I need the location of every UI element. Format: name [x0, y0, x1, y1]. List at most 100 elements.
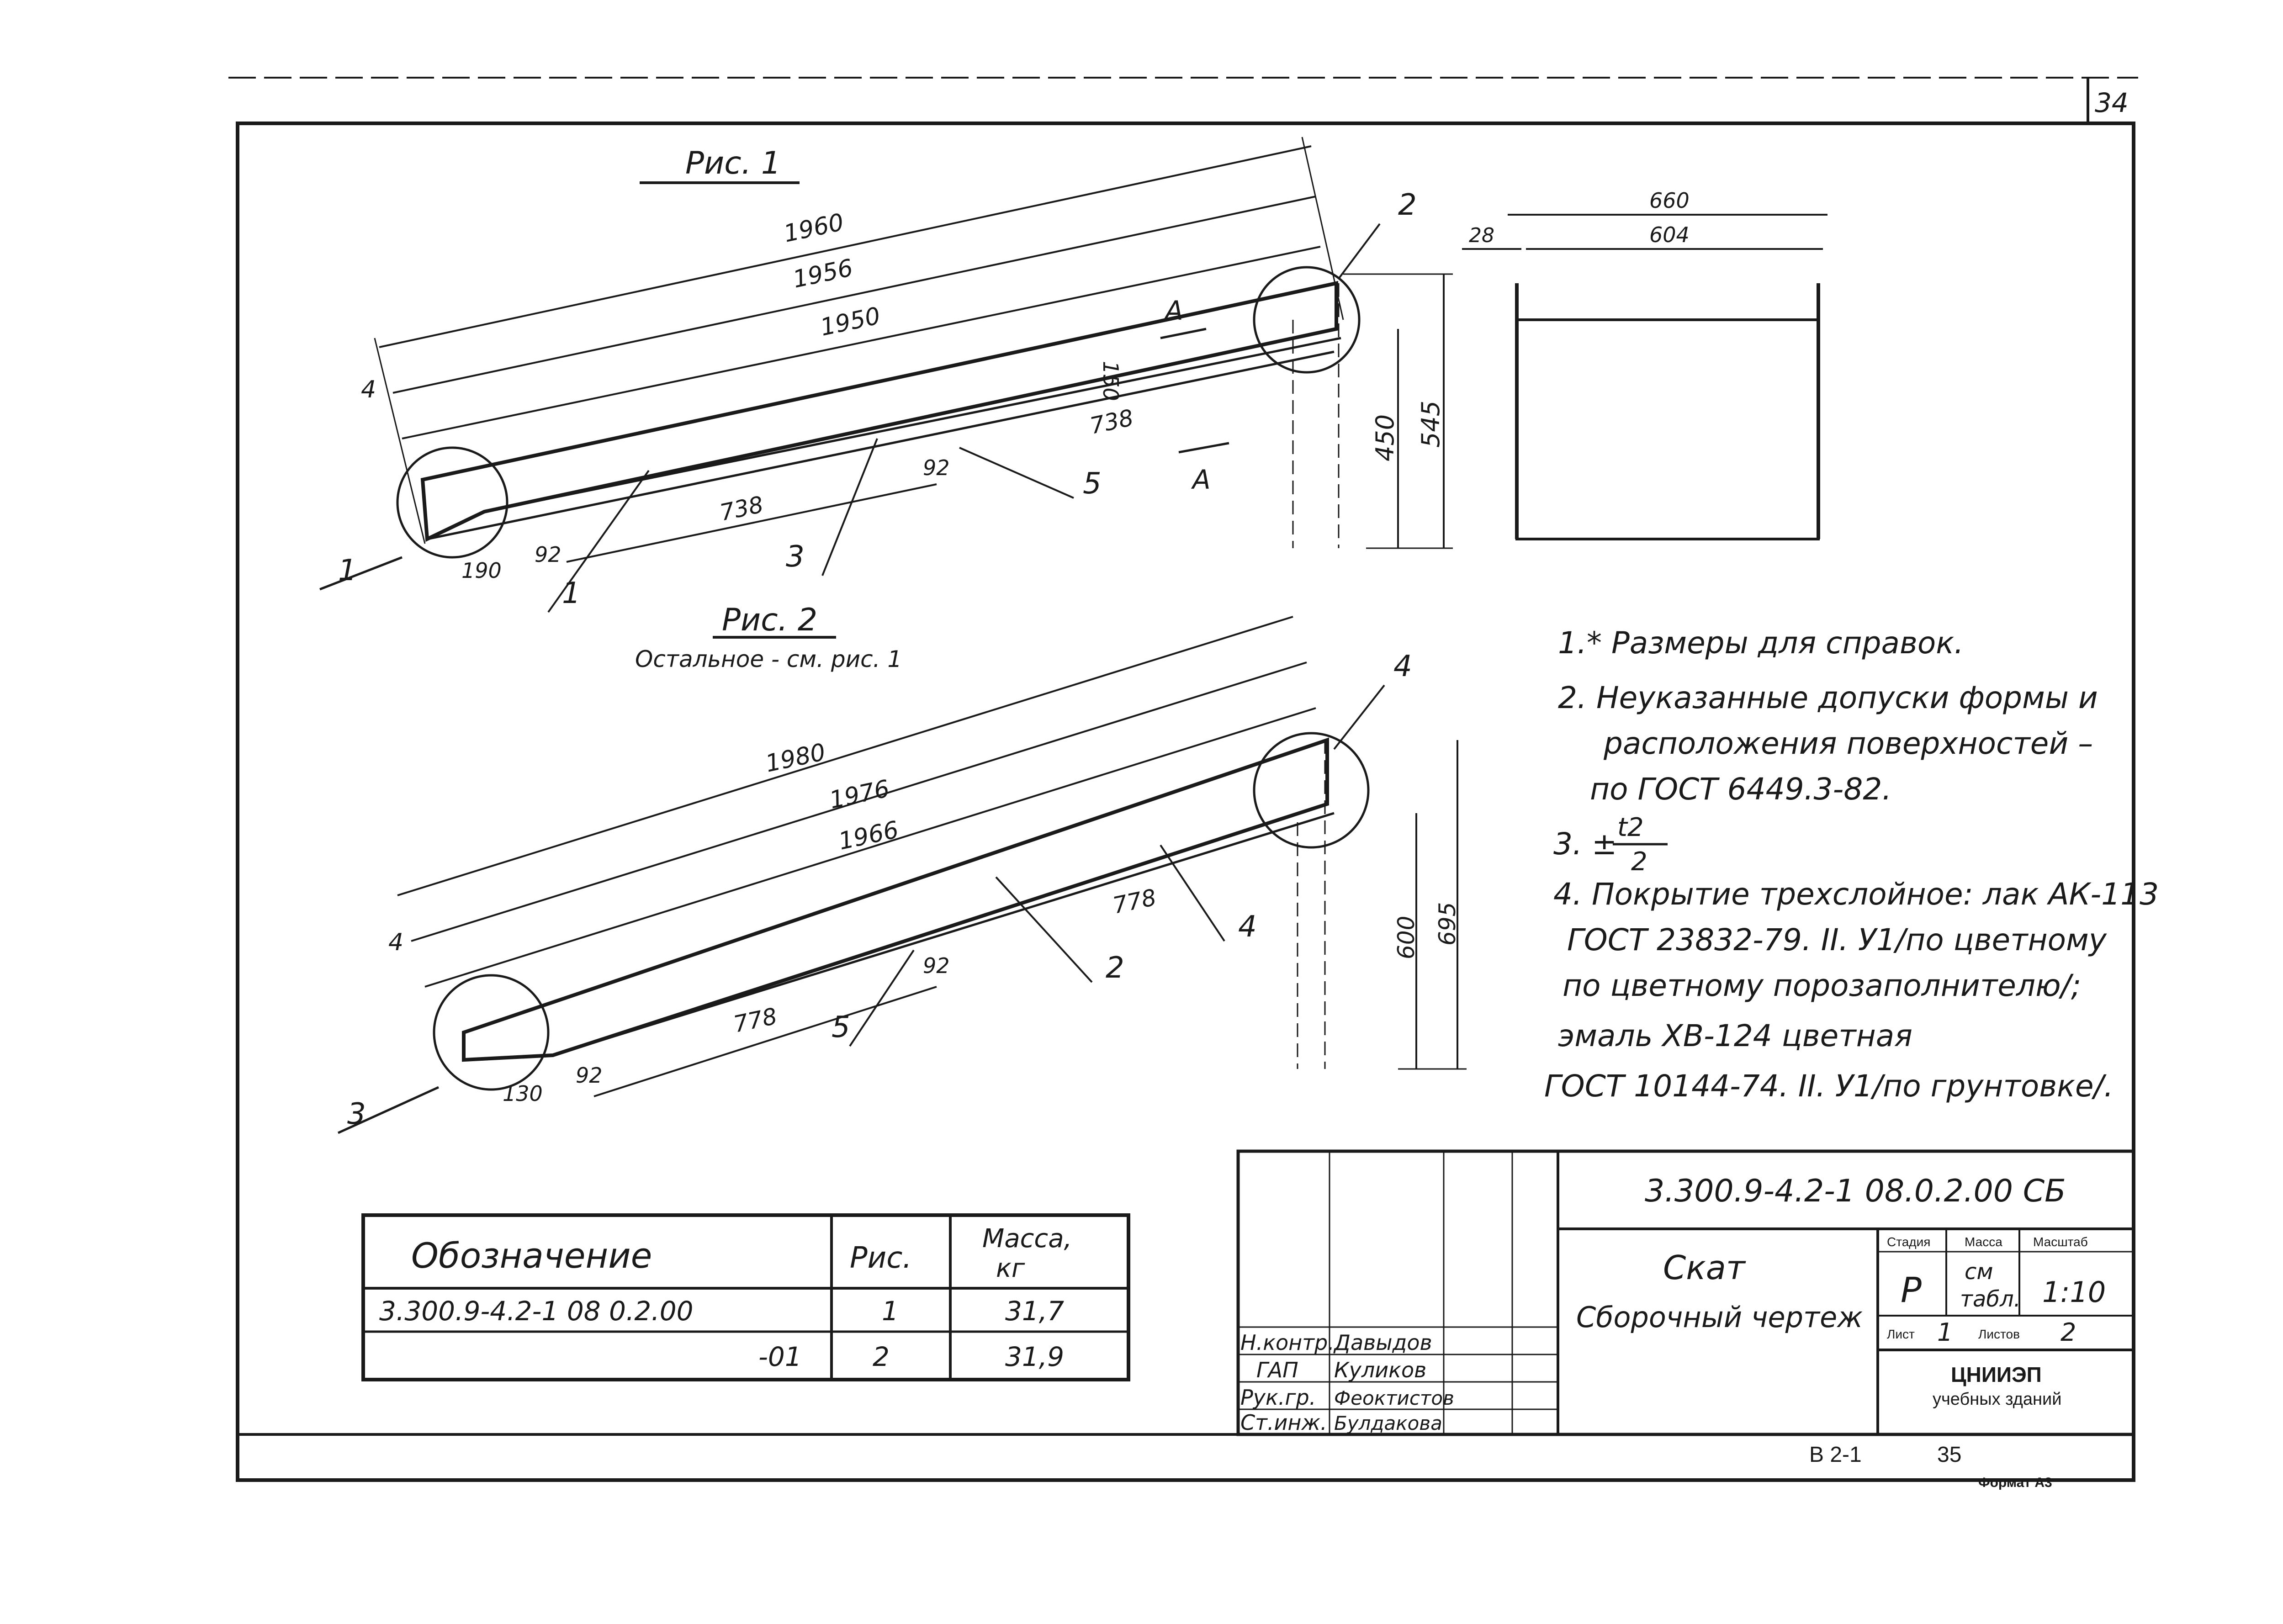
note-2-line-3: по ГОСТ 6449.3-82. — [1590, 772, 1891, 807]
fig1-title: Рис. 1 — [685, 145, 781, 181]
fig1-callout-3: 3 — [786, 540, 805, 574]
note-4-line-4: эмаль ХВ-124 цветная — [1558, 1018, 1912, 1053]
fig2-callout-3: 3 — [347, 1097, 366, 1131]
fig1-dim-1960: 1960 — [781, 209, 846, 248]
fig2-dim-1980: 1980 — [763, 739, 828, 778]
fig1-dim-line-738-lower — [566, 483, 937, 563]
fig2-callout-4-right-leader — [1333, 684, 1385, 750]
fig2-dim-130: 130 — [503, 1081, 543, 1106]
sheet-frame — [236, 122, 2135, 1482]
tb-sheet-value: 1 — [1937, 1318, 1953, 1347]
note-4-line-1: 4. Покрытие трехслойное: лак АК-113 — [1553, 877, 2159, 912]
fig2-callout-3-leader — [337, 1086, 440, 1134]
fig1-dim-738-upper: 738 — [1087, 404, 1135, 439]
fig1-slab-bottom-edge — [427, 350, 1335, 540]
fig1-dim-190: 190 — [461, 558, 502, 583]
fig1-dim-150: 150 — [1098, 361, 1123, 401]
fig2-dim-778-lower: 778 — [731, 1003, 779, 1038]
fig2-subtitle: Остальное - см. рис. 1 — [635, 646, 902, 672]
note-4-line-5: ГОСТ 10144-74. II. У1/по грунтовке/. — [1544, 1069, 2113, 1104]
fig1-section-a-arrow-top — [1160, 328, 1207, 339]
tb-mass-line-1: см — [1965, 1259, 1993, 1285]
fig2-callout-4-mid: 4 — [1238, 910, 1257, 944]
fig1-callout-3-leader — [821, 438, 878, 576]
tb-sheets-label: Листов — [1978, 1327, 2020, 1341]
fig2-dim-778-upper: 778 — [1110, 884, 1158, 919]
tb-org-line-2: учебных зданий — [1933, 1390, 2061, 1409]
tb-staff-name-4: Булдакова — [1334, 1412, 1442, 1434]
fig1-dim-92-left: 92 — [535, 542, 561, 567]
spec-header-fig: Рис. — [850, 1241, 912, 1275]
tb-mass-label: Масса — [1965, 1235, 2002, 1249]
fig1-slab-inner-edge — [484, 337, 1341, 513]
fig2-dim-4: 4 — [388, 929, 403, 956]
fig1-detail-circle-right — [1253, 266, 1361, 374]
tb-stage-label: Стадия — [1887, 1235, 1930, 1249]
fig2-dim-1976: 1976 — [827, 775, 892, 815]
figure-1: Рис. 1 1960 1956 1950 4 150 738 738 92 — [319, 137, 1453, 613]
fig2-callout-2: 2 — [1106, 951, 1124, 985]
fig1-dim-4: 4 — [361, 376, 376, 403]
section-dim-604: 604 — [1649, 222, 1690, 247]
fig2-callout-5: 5 — [832, 1010, 850, 1044]
note-2-line-2: расположения поверхностей – — [1603, 726, 2093, 761]
tb-mass-line-2: табл. — [1960, 1286, 2021, 1312]
fig1-dim-line-1950 — [402, 246, 1321, 439]
spec-row1-designation: 3.300.9-4.2-1 08 0.2.00 — [379, 1296, 694, 1327]
fig1-callout-5: 5 — [1083, 467, 1102, 501]
spec-header-mass-unit: кг — [996, 1254, 1025, 1283]
tb-stage-value: Р — [1901, 1270, 1922, 1310]
fig1-section-a-top: А — [1163, 295, 1183, 326]
fig2-dim-line-1976 — [411, 661, 1307, 942]
fig2-callout-4-mid-leader — [1160, 844, 1225, 942]
fig1-dim-1950: 1950 — [818, 302, 883, 342]
section-view: 660 604 28 — [1462, 188, 1827, 540]
fig2-detail-circle-left — [433, 974, 550, 1091]
fig1-callout-1-left: 1 — [338, 554, 357, 587]
spec-row1-fig: 1 — [882, 1296, 899, 1327]
fig2-title: Рис. 2 — [722, 602, 817, 638]
fig1-section-a-bottom: А — [1191, 464, 1211, 495]
page-number: 34 — [2095, 87, 2129, 118]
fig1-callout-5-leader — [959, 447, 1074, 499]
title-block-frame — [1236, 1149, 2135, 1436]
fig1-callout-1-mid-leader — [547, 470, 650, 613]
fig2-dim-92-mid: 92 — [923, 953, 950, 978]
technical-notes: 1.* Размеры для справок. 2. Неуказанные … — [1544, 625, 2159, 1104]
fig2-callout-4-right: 4 — [1393, 650, 1412, 683]
fig1-section-a-arrow-bottom — [1178, 442, 1229, 454]
fig1-callout-1-mid: 1 — [562, 577, 581, 610]
fig2-callout-2-leader — [995, 876, 1093, 983]
note-1: 1.* Размеры для справок. — [1558, 625, 1964, 661]
fig2-detail-circle-right — [1253, 732, 1370, 849]
fig1-callout-1-left-leader — [319, 556, 403, 591]
tb-staff-role-1: Н.контр. — [1240, 1330, 1335, 1355]
spec-row2-designation: -01 — [758, 1341, 802, 1372]
tb-sheets-value: 2 — [2061, 1318, 2076, 1347]
fig1-detail-circle-left — [396, 446, 509, 559]
fig2-callout-5-leader — [849, 949, 915, 1047]
tb-name-line-1: Скат — [1663, 1248, 1746, 1287]
spec-header-designation: Обозначение — [411, 1235, 652, 1276]
fig2-dim-600: 600 — [1393, 916, 1420, 959]
fig1-dim-line-1960 — [379, 145, 1312, 348]
tb-scale-label: Масштаб — [2033, 1235, 2088, 1249]
tb-staff-role-4: Ст.инж. — [1240, 1410, 1327, 1435]
tb-staff-role-2: ГАП — [1256, 1358, 1298, 1382]
tb-staff-name-2: Куликов — [1334, 1358, 1426, 1382]
tb-staff-role-3: Рук.гр. — [1240, 1385, 1316, 1410]
tb-name-line-2: Сборочный чертеж — [1576, 1301, 1863, 1334]
fig1-ext-line-left — [374, 338, 426, 544]
section-dim-28: 28 — [1469, 224, 1494, 247]
fig1-dim-92-mid: 92 — [923, 455, 950, 480]
figure-2: Рис. 2 Остальное - см. рис. 1 1980 1976 … — [337, 602, 1467, 1134]
fig1-dim-line-1956 — [392, 196, 1316, 394]
tb-doc-code: 3.300.9-4.2-1 08.0.2.00 СБ — [1645, 1173, 2066, 1209]
fig2-slab-inner-edge — [552, 812, 1335, 1057]
tb-scale-value: 1:10 — [2042, 1275, 2106, 1309]
fig1-callout-2-leader — [1338, 223, 1381, 280]
spec-table-frame — [361, 1213, 1130, 1381]
fig1-callout-2: 2 — [1398, 188, 1417, 222]
note-4-line-3: по цветному порозаполнителю/; — [1563, 968, 2081, 1003]
